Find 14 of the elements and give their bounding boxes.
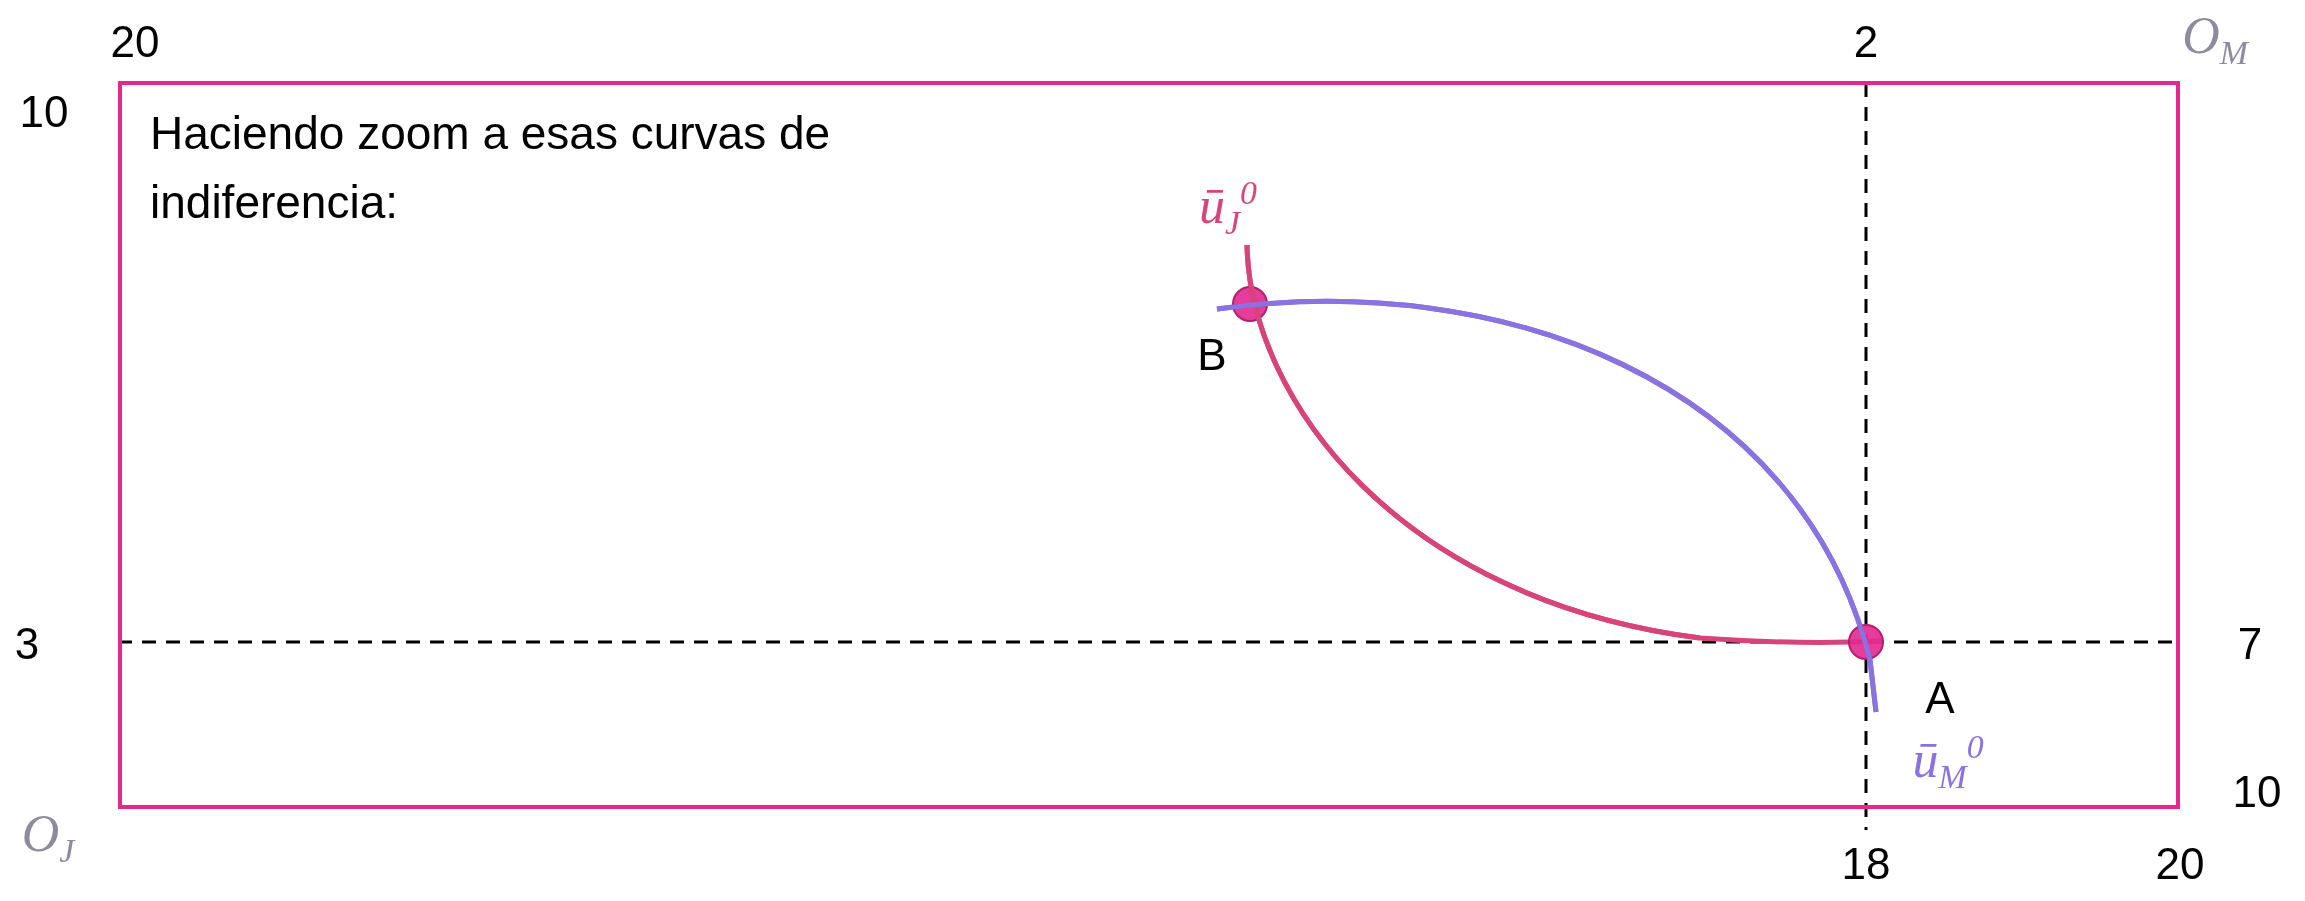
axis-tick-label: 7 — [2237, 622, 2263, 666]
edgeworth-box — [118, 81, 2180, 809]
axis-tick-label: 3 — [14, 622, 40, 666]
axis-tick-label: 20 — [110, 20, 160, 64]
point-label: A — [1925, 676, 1955, 720]
origin-label: O$_{M}$ — [2182, 9, 2248, 71]
axis-tick-label: 10 — [19, 90, 69, 134]
axis-tick-label: 2 — [1853, 20, 1879, 64]
point-label: B — [1197, 333, 1227, 377]
origin-label: O$_{J}$ — [21, 807, 75, 869]
axis-tick-label: 10 — [2232, 770, 2282, 814]
axis-tick-label: 18 — [1841, 842, 1891, 886]
axis-tick-label: 20 — [2155, 842, 2205, 886]
heading-text: Haciendo zoom a esas curvas de indiferencia: — [150, 106, 832, 230]
